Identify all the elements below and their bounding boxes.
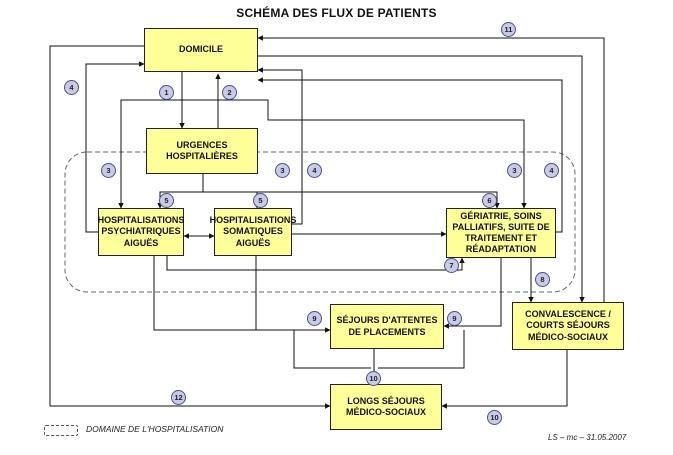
flow-6: [257, 191, 500, 209]
flow-10-right: [378, 330, 465, 369]
flow-badge-3: 3: [101, 163, 116, 178]
diagram-title: SCHÉMA DES FLUX DE PATIENTS: [236, 6, 437, 20]
flow-badge-10: 10: [366, 371, 381, 386]
flow-badge-4: 4: [544, 163, 559, 178]
node-domicile: DOMICILE: [144, 28, 258, 72]
node-hospitalisations-somatiques: HOSPITALISATIONS SOMATIQUES AIGUËS: [210, 208, 296, 256]
node-longs-sejours: LONGS SÉJOURS MÉDICO-SOCIAUX: [330, 384, 442, 430]
flow-3-psy: [118, 99, 182, 209]
flow-badge-2: 2: [222, 85, 237, 100]
node-urgences: URGENCES HOSPITALIÈRES: [146, 128, 258, 174]
flow-domicile-convalescence: [258, 55, 585, 303]
flow-badge-9: 9: [447, 311, 462, 326]
flow-5-soma: [203, 191, 260, 209]
flow-badge-11: 11: [501, 22, 516, 37]
flow-4-soma: [257, 67, 303, 225]
flow-10-conva: [441, 350, 568, 409]
flow-11: [257, 35, 605, 302]
flow-badge-1: 1: [159, 85, 174, 100]
flow-badge-12: 12: [171, 390, 186, 405]
flow-badge-3: 3: [507, 163, 522, 178]
author-date-credit: LS – mc – 31.05.2007: [548, 433, 627, 442]
flow-4-geriatrie: [257, 77, 563, 233]
hospitalisation-domain-boundary: [64, 151, 576, 293]
flow-9-left: [153, 256, 331, 333]
flow-3-geriatrie: [182, 99, 527, 209]
legend-label: DOMAINE DE L'HOSPITALISATION: [86, 424, 224, 434]
flow-badge-3: 3: [275, 163, 290, 178]
flow-badge-10: 10: [487, 410, 502, 425]
flow-badge-5: 5: [159, 193, 174, 208]
node-hospitalisations-psychiatriques: HOSPITALISATIONS PSYCHIATRIQUES AIGUËS: [98, 208, 184, 256]
flow-9-right: [443, 258, 502, 329]
flow-10-left: [293, 330, 371, 369]
node-geriatrie: GÉRIATRIE, SOINS PALLIATIFS, SUITE DE TR…: [446, 208, 556, 258]
flow-badge-4: 4: [307, 163, 322, 178]
flow-badge-4: 4: [64, 80, 79, 95]
flow-badge-5: 5: [253, 193, 268, 208]
node-sejours-attentes: SÉJOURS D'ATTENTES DE PLACEMENTS: [330, 304, 444, 349]
node-convalescence: CONVALESCENCE / COURTS SÉJOURS MÉDICO-SO…: [512, 302, 624, 350]
flow-badge-8: 8: [535, 272, 550, 287]
legend-dashed-swatch: [44, 425, 78, 436]
flow-7: [166, 256, 465, 271]
flow-badge-9: 9: [307, 311, 322, 326]
flow-badge-6: 6: [482, 193, 497, 208]
flow-badge-7: 7: [444, 258, 459, 273]
flow-12: [49, 45, 331, 409]
flow-4-psy: [85, 61, 145, 233]
